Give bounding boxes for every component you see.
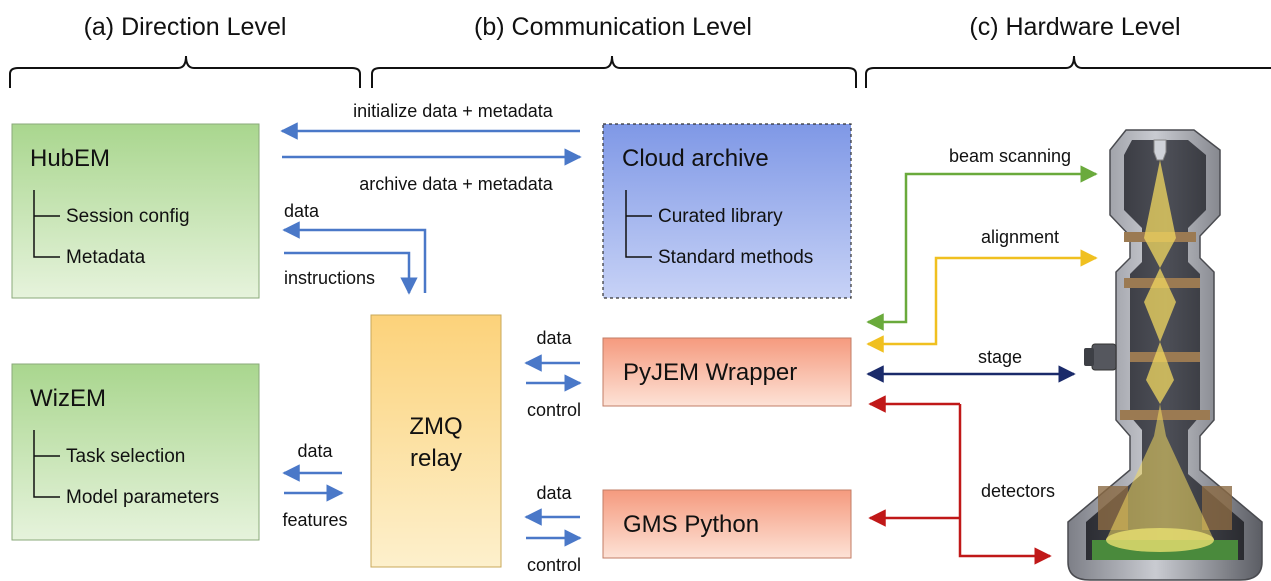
label-archive: archive data + metadata [359, 174, 554, 194]
tree-connector-icon [625, 190, 652, 258]
label-gms-control: control [527, 555, 581, 575]
label-pyjem-data: data [536, 328, 572, 348]
arrow-beam-scanning [866, 165, 1098, 331]
tree-connector-icon [33, 430, 60, 498]
label-stage: stage [978, 347, 1022, 367]
label-alignment: alignment [981, 227, 1059, 247]
pyjem-wrapper-box [602, 337, 852, 407]
zmq-relay-box [370, 314, 502, 568]
label-gms-data: data [536, 483, 572, 503]
header-communication-level: (b) Communication Level [474, 13, 752, 41]
wizem-title: WizEM [30, 385, 106, 412]
header-direction-level: (a) Direction Level [84, 13, 287, 41]
label-hub-instructions: instructions [284, 268, 375, 288]
hubem-box [11, 123, 260, 299]
hubem-title: HubEM [30, 145, 110, 172]
gms-python-box [602, 489, 852, 559]
cloud-item-curated-library: Curated library [658, 206, 783, 227]
label-detectors: detectors [981, 481, 1055, 501]
label-wiz-data: data [297, 441, 333, 461]
cloud-archive-title: Cloud archive [622, 145, 769, 172]
cloud-item-standard-methods: Standard methods [658, 247, 813, 268]
wizem-box [11, 363, 260, 541]
gms-python-title: GMS Python [623, 511, 759, 538]
hubem-item-metadata: Metadata [66, 247, 146, 268]
label-beam-scanning: beam scanning [949, 146, 1071, 166]
hubem-item-session-config: Session config [66, 206, 190, 227]
pyjem-wrapper-title: PyJEM Wrapper [623, 359, 797, 386]
label-pyjem-control: control [527, 400, 581, 420]
arrow-hub-data [282, 221, 427, 293]
cloud-archive-box [602, 123, 852, 299]
header-hardware-level: (c) Hardware Level [969, 13, 1180, 41]
zmq-relay-title-line2: relay [410, 445, 462, 472]
bracket-communication [371, 55, 857, 88]
microscope-icon [1067, 129, 1263, 581]
zmq-relay-title-line1: ZMQ [409, 413, 462, 440]
label-hub-data: data [284, 201, 320, 221]
tree-connector-icon [33, 190, 60, 258]
wizem-item-model-parameters: Model parameters [66, 487, 219, 508]
arrow-alignment [866, 249, 1098, 353]
bracket-hardware [865, 55, 1271, 88]
arrow-hub-instructions [284, 251, 418, 295]
arrow-detectors [958, 404, 1052, 565]
label-initialize: initialize data + metadata [353, 101, 554, 121]
bracket-direction [9, 55, 361, 88]
label-wiz-features: features [282, 510, 347, 530]
wizem-item-task-selection: Task selection [66, 446, 185, 467]
